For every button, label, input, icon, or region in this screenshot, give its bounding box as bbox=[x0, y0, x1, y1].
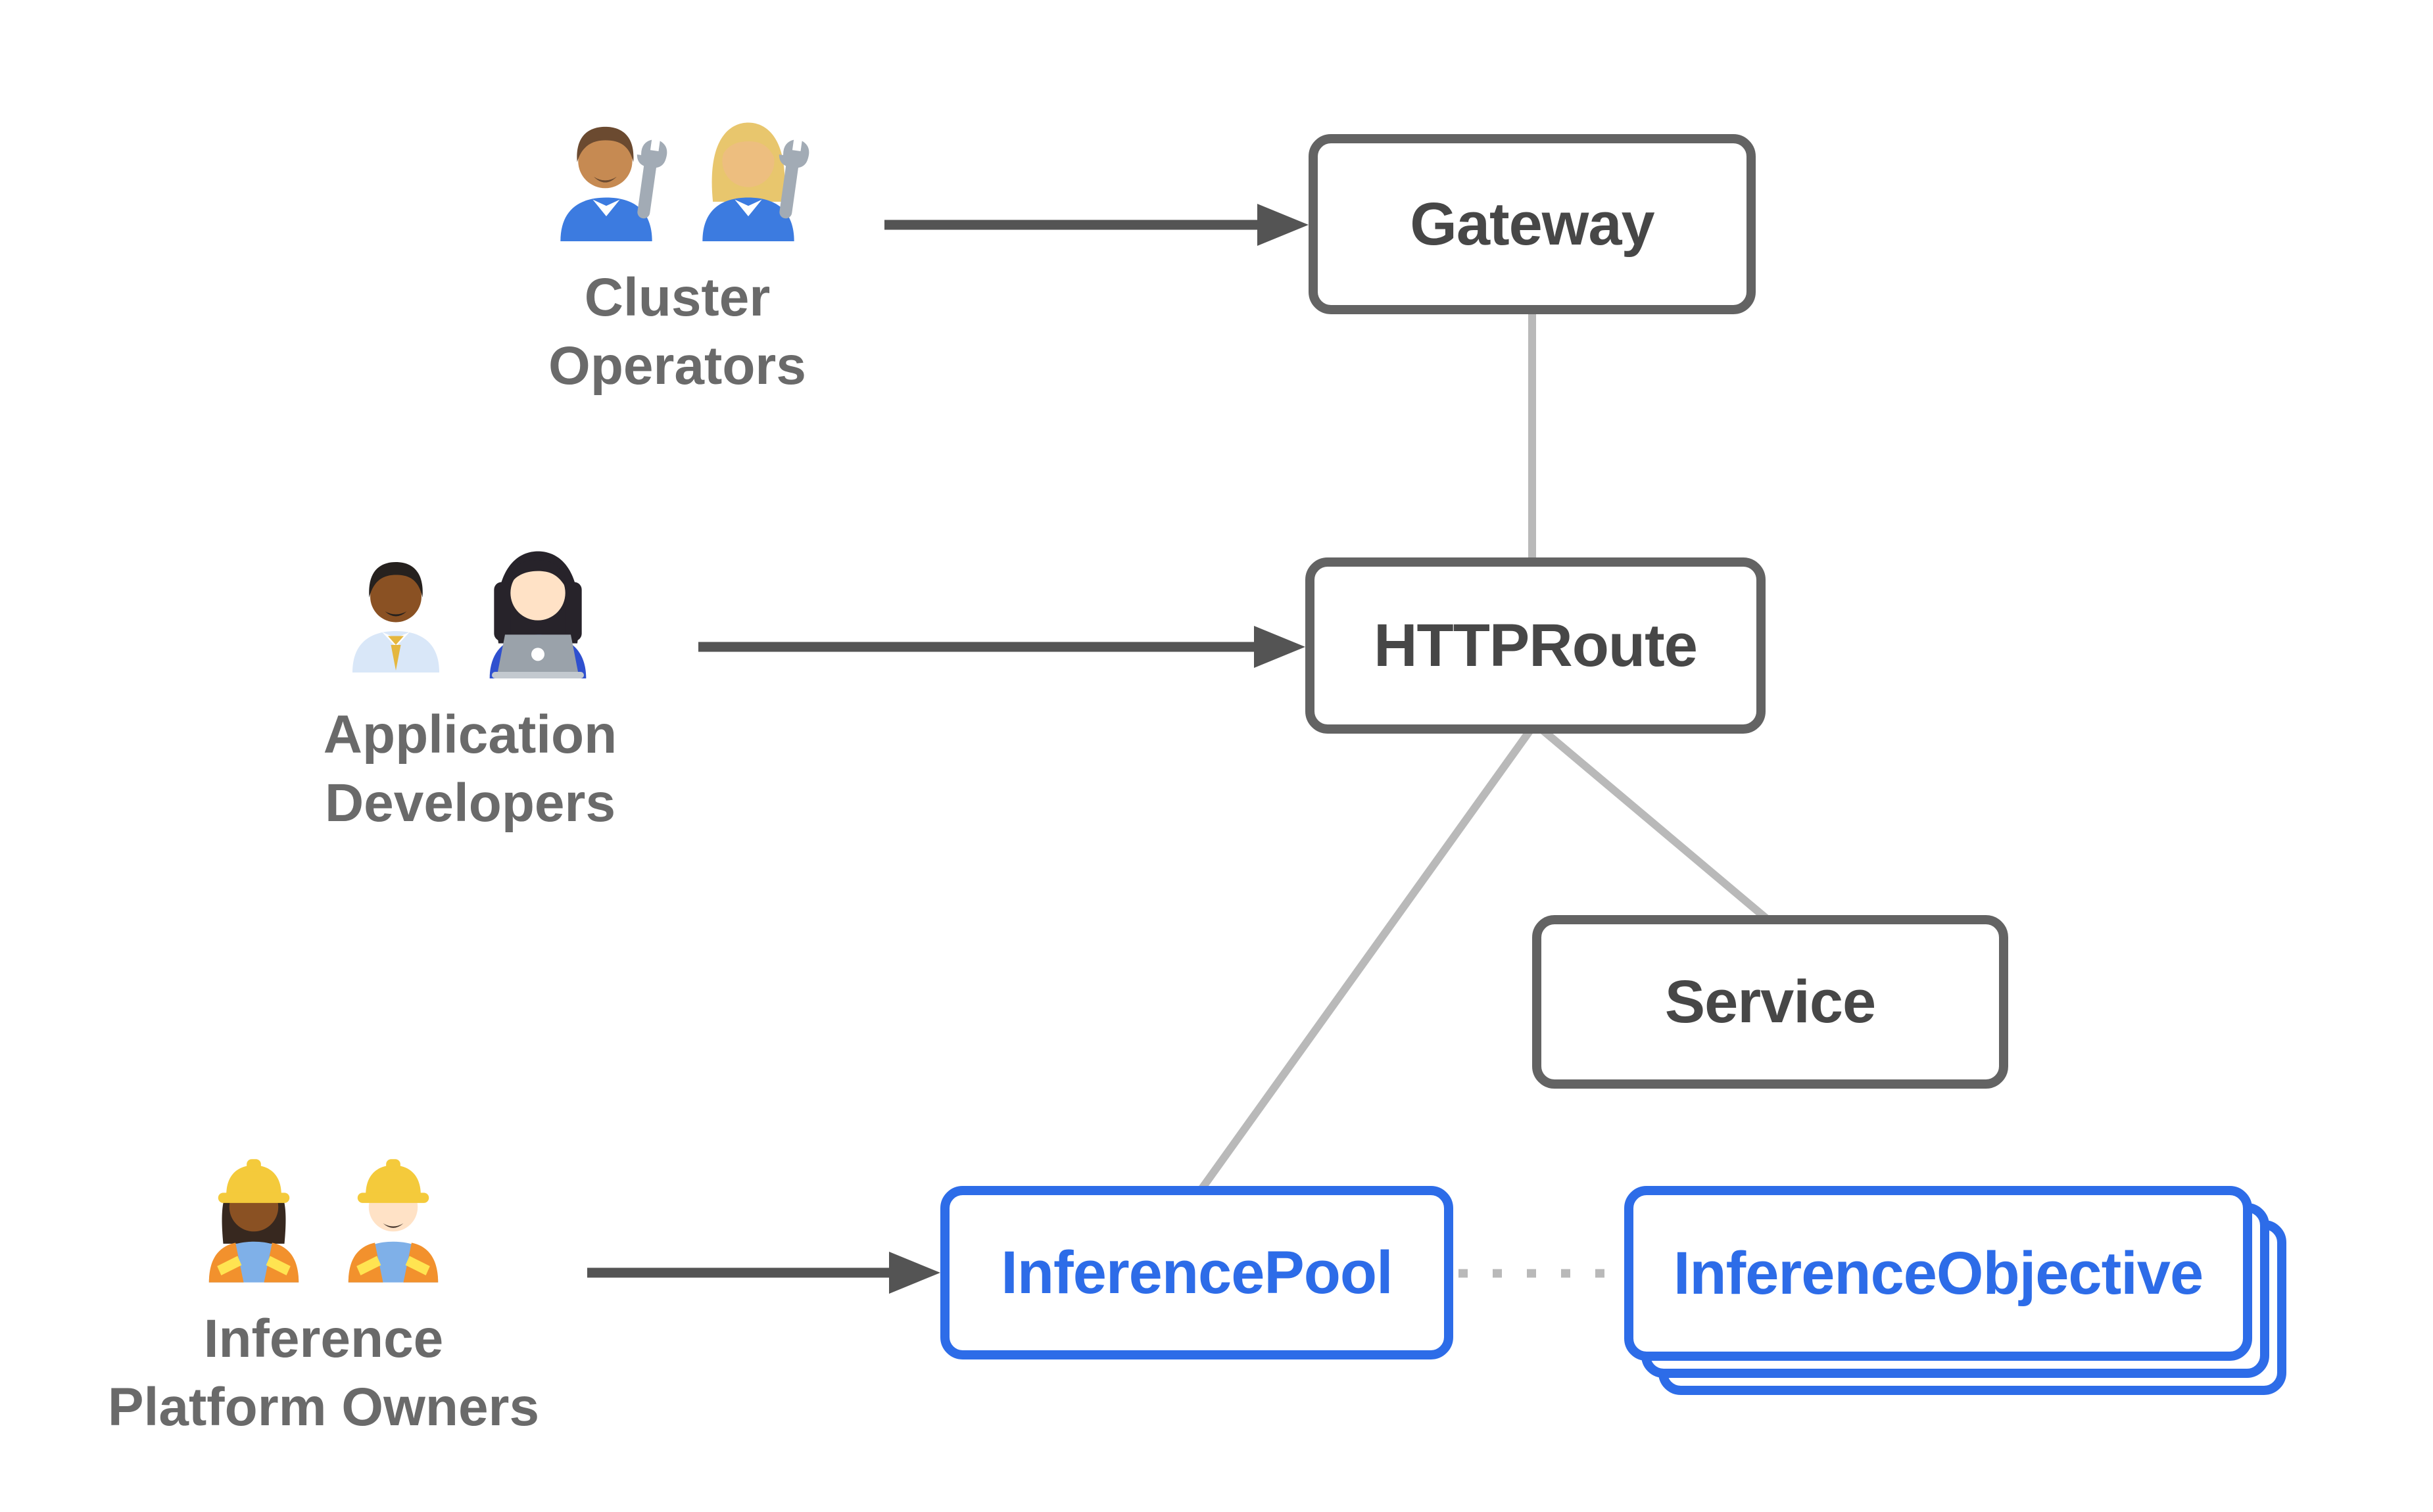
persona-label-inference-platform-owners: Inference Platform Owners bbox=[108, 1305, 539, 1442]
node-inferenceobjective-label: InferenceObjective bbox=[1673, 1239, 2204, 1307]
arrowhead-icon bbox=[889, 1252, 940, 1294]
inference-platform-owners-emoji-pair bbox=[193, 1148, 454, 1283]
application-developers-emoji-pair bbox=[337, 534, 604, 678]
woman-technologist-emoji-icon bbox=[489, 551, 587, 678]
node-inferenceobjective: InferenceObjective bbox=[1624, 1186, 2252, 1361]
node-service-label: Service bbox=[1664, 968, 1876, 1035]
persona-application-developers: Application Developers bbox=[260, 534, 681, 838]
arrow-inference-platform-owners-to-inferencepool bbox=[587, 1252, 940, 1294]
persona-label-line: Operators bbox=[548, 336, 806, 396]
persona-label-line: Application bbox=[323, 705, 617, 765]
arrow-application-developers-to-httproute bbox=[698, 626, 1305, 668]
man-construction-worker-emoji-icon bbox=[348, 1159, 439, 1283]
persona-cluster-operators: Cluster Operators bbox=[464, 104, 891, 400]
node-gateway: Gateway bbox=[1309, 134, 1756, 314]
node-inferencepool: InferencePool bbox=[940, 1186, 1453, 1359]
woman-construction-worker-emoji-icon bbox=[208, 1159, 299, 1283]
persona-label-line: Inference bbox=[203, 1309, 444, 1369]
persona-label-line: Platform Owners bbox=[107, 1377, 540, 1438]
man-mechanic-emoji-icon bbox=[560, 126, 667, 241]
persona-label-application-developers: Application Developers bbox=[324, 701, 617, 838]
arrow-cluster-operators-to-gateway bbox=[884, 204, 1309, 246]
arrowhead-icon bbox=[1257, 204, 1309, 246]
node-httproute-label: HTTPRoute bbox=[1374, 611, 1698, 679]
node-inferencepool-label: InferencePool bbox=[1001, 1239, 1393, 1306]
node-inferenceobjective-stack: InferenceObjective bbox=[1624, 1186, 2286, 1395]
persona-label-cluster-operators: Cluster Operators bbox=[548, 264, 806, 400]
woman-mechanic-emoji-icon bbox=[702, 122, 809, 241]
node-httproute: HTTPRoute bbox=[1305, 557, 1766, 734]
connector-httproute-inferencepool bbox=[1195, 723, 1537, 1196]
connector-httproute-service bbox=[1535, 722, 1773, 925]
persona-label-line: Developers bbox=[324, 773, 616, 834]
persona-label-line: Cluster bbox=[584, 268, 771, 327]
node-service: Service bbox=[1532, 915, 2008, 1089]
node-gateway-label: Gateway bbox=[1410, 190, 1654, 258]
cluster-operators-emoji-pair bbox=[544, 104, 811, 241]
persona-inference-platform-owners: Inference Platform Owners bbox=[97, 1148, 550, 1442]
man-office-worker-emoji-icon bbox=[352, 562, 439, 673]
arrowhead-icon bbox=[1254, 626, 1305, 668]
